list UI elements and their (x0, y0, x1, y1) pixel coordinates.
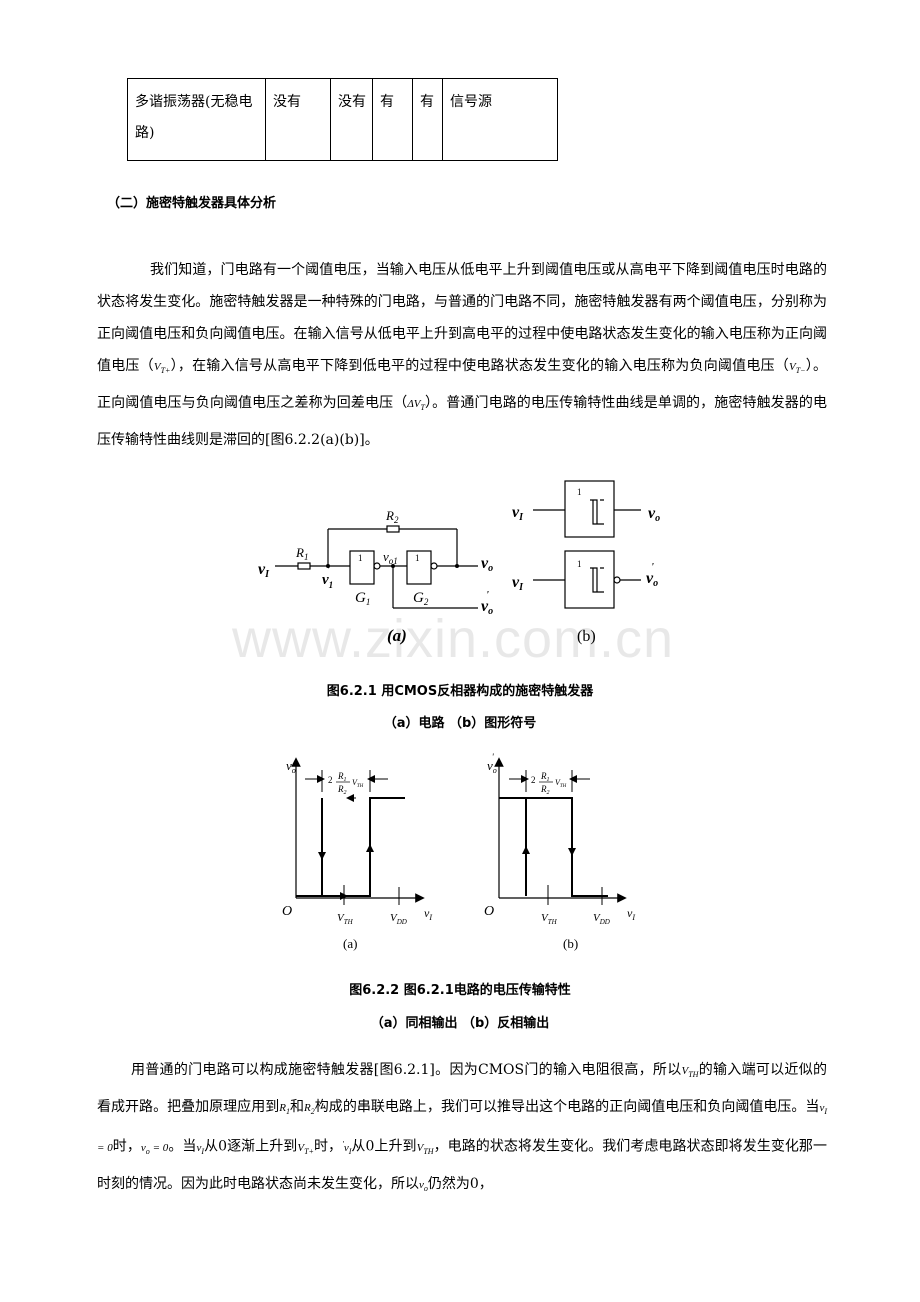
comparison-table: 多谐振荡器(无稳电路) 没有 没有 有 有 信号源 (127, 78, 558, 161)
hyst-r2: R2 (337, 784, 347, 796)
v1-prime-label: v1' (322, 565, 333, 590)
label-b: (b) (577, 628, 596, 645)
vt-plus-symbol: VT+ (297, 1142, 314, 1157)
watermark: www.zixin.com.cn (232, 609, 675, 669)
graph-a (291, 757, 425, 905)
graph-b-hysteresis-label: 2 R1 R2 VTH (531, 771, 567, 796)
g2-gate-symbol: 1 (415, 553, 420, 563)
vth-symbol: VTH (416, 1142, 434, 1157)
vi-symbol: vI (196, 1142, 205, 1157)
graph-a-vth: VTH (337, 912, 354, 926)
text-run: 从0逐渐上升到 (204, 1139, 298, 1156)
graph-b-vth: VTH (541, 912, 558, 926)
symbol-vi-bottom: vI (512, 574, 524, 593)
text-run: 仍然为0， (427, 1176, 493, 1193)
svg-text:2: 2 (531, 775, 536, 785)
figure2-subcaption: （a）同相输出 （b）反相输出 (370, 1016, 550, 1031)
text-run: 用普通的门电路可以构成施密特触发器[图6.2.1]。因为CMOS门的输入电阻很高… (131, 1062, 682, 1078)
text-run: ）。正向阈值电压与负向阈值电压之差称为回差电压（ (97, 358, 828, 412)
table-row: 多谐振荡器(无稳电路) 没有 没有 有 有 信号源 (127, 78, 558, 161)
r2-label: R2 (385, 508, 399, 525)
vth-symbol: VTH (681, 1065, 699, 1080)
graph-b-x-label: vI (627, 906, 635, 922)
graph-b-label: (b) (563, 936, 578, 951)
table-cell: 没有 (330, 78, 373, 161)
r2-resistor (386, 525, 400, 533)
schmitt-symbol-noninverting (564, 480, 615, 538)
text-run: 。当 (168, 1139, 197, 1156)
graph-b-y-label: vo' (487, 752, 497, 775)
section-heading: （二）施密特触发器具体分析 (107, 196, 277, 211)
table-cell: 没有 (265, 78, 331, 161)
text-run: 从0上升到 (351, 1139, 417, 1156)
g1-label: G1 (355, 590, 370, 607)
graph-a-origin: O (282, 904, 292, 919)
g2-label: G2 (413, 590, 429, 607)
vo-eq-zero: vo = 0 (140, 1142, 169, 1157)
hyst-v: VTH (352, 778, 364, 789)
symbol-top-mark: 1 (577, 487, 582, 497)
graph-a-hysteresis-label: 2 R1 R2 VTH (328, 771, 364, 796)
symbol-vi-top: vI (512, 504, 524, 523)
text-run: ）。普通门电路的电压传输特性曲线是单调的，施密特触发器的电压传输特性曲线则是滞回… (97, 395, 827, 449)
schmitt-symbol-inverting (564, 550, 615, 609)
vi-prime-symbol: 'vI (342, 1139, 352, 1157)
vo-prime-label: vo' (481, 590, 493, 617)
svg-text:2: 2 (328, 775, 333, 785)
graph-b-vdd: VDD (593, 912, 610, 926)
symbol-vo-top: vo (648, 505, 660, 524)
symbol-vo-prime-bottom: vo' (646, 562, 658, 589)
vo1-label: vo1 (383, 549, 398, 566)
transfer-characteristic-figure: vo O VTH VDD vI 2 R1 R2 VTH (a) vo' O VT… (282, 752, 635, 951)
vt-plus-symbol: VT+ (153, 361, 171, 376)
text-run: 时， (313, 1139, 343, 1156)
hyst-r1: R1 (337, 771, 347, 783)
text-run: 构成的串联电路上，我们可以推导出这个电路的正向阈值电压和负向阈值电压。当 (314, 1099, 820, 1116)
hyst-r2: R2 (540, 784, 550, 796)
figure1-caption: 图6.2.1 用CMOS反相器构成的施密特触发器 (326, 684, 594, 699)
text-run: 的输入端可以近似的看成开路。把叠加原理应用到 (97, 1062, 827, 1116)
figure1-subcaption: （a）电路 （b）图形符号 (383, 716, 537, 731)
vi-label: vI (258, 561, 270, 580)
r2-symbol: R2 (304, 1102, 315, 1117)
table-cell: 信号源 (442, 78, 558, 161)
hyst-v: VTH (555, 778, 567, 789)
vo-symbol: vo (419, 1179, 428, 1194)
graph-a-x-label: vI (424, 906, 432, 922)
graph-a-y-label: vo (286, 758, 296, 775)
r1-symbol: R1 (279, 1102, 290, 1117)
analysis-paragraph: 用普通的门电路可以构成施密特触发器[图6.2.1]。因为CMOS门的输入电阻很高… (97, 1054, 827, 1205)
vt-minus-symbol: VT− (789, 361, 806, 376)
text-run: 和 (289, 1099, 305, 1116)
graph-a-vdd: VDD (390, 912, 407, 926)
graph-b-origin: O (484, 904, 494, 919)
g1-gate-symbol: 1 (358, 553, 363, 563)
table-cell: 有 (372, 78, 413, 161)
vo-label: vo (481, 555, 493, 574)
table-cell: 多谐振荡器(无稳电路) (127, 78, 266, 161)
vi-eq-zero: vI = 0 (97, 1102, 828, 1155)
graph-a-label: (a) (343, 936, 357, 951)
text-run: 我们知道，门电路有一个阈值电压，当输入电压从低电平上升到阈值电压或从高电平下降到… (97, 262, 827, 374)
graph-b (494, 757, 627, 905)
r1-resistor (297, 562, 311, 570)
text-run: 时， (112, 1139, 141, 1156)
table-cell: 有 (412, 78, 443, 161)
text-run: ），在输入信号从高电平下降到低电平的过程中使电路状态发生变化的输入电压称为负向阈… (170, 358, 789, 374)
hyst-r1: R1 (540, 771, 550, 783)
figure2-caption: 图6.2.2 图6.2.1电路的电压传输特性 (349, 983, 571, 998)
delta-vt-symbol: ΔVT (407, 398, 425, 413)
label-a: (a) (387, 626, 407, 645)
schmitt-trigger-circuit-figure: vI R1 R2 v1' vo1 vo vo' G1 G2 1 1 1 1 vI… (258, 480, 660, 645)
text-run: ，电路的状态将发生变化。我们考虑电路状态即将发生变化那一时刻的情况。因为此时电路… (97, 1139, 827, 1193)
intro-paragraph: 我们知道，门电路有一个阈值电压，当输入电压从低电平上升到阈值电压或从高电平下降到… (97, 254, 827, 456)
r1-label: R1 (295, 545, 308, 562)
symbol-bottom-mark: 1 (577, 559, 582, 569)
